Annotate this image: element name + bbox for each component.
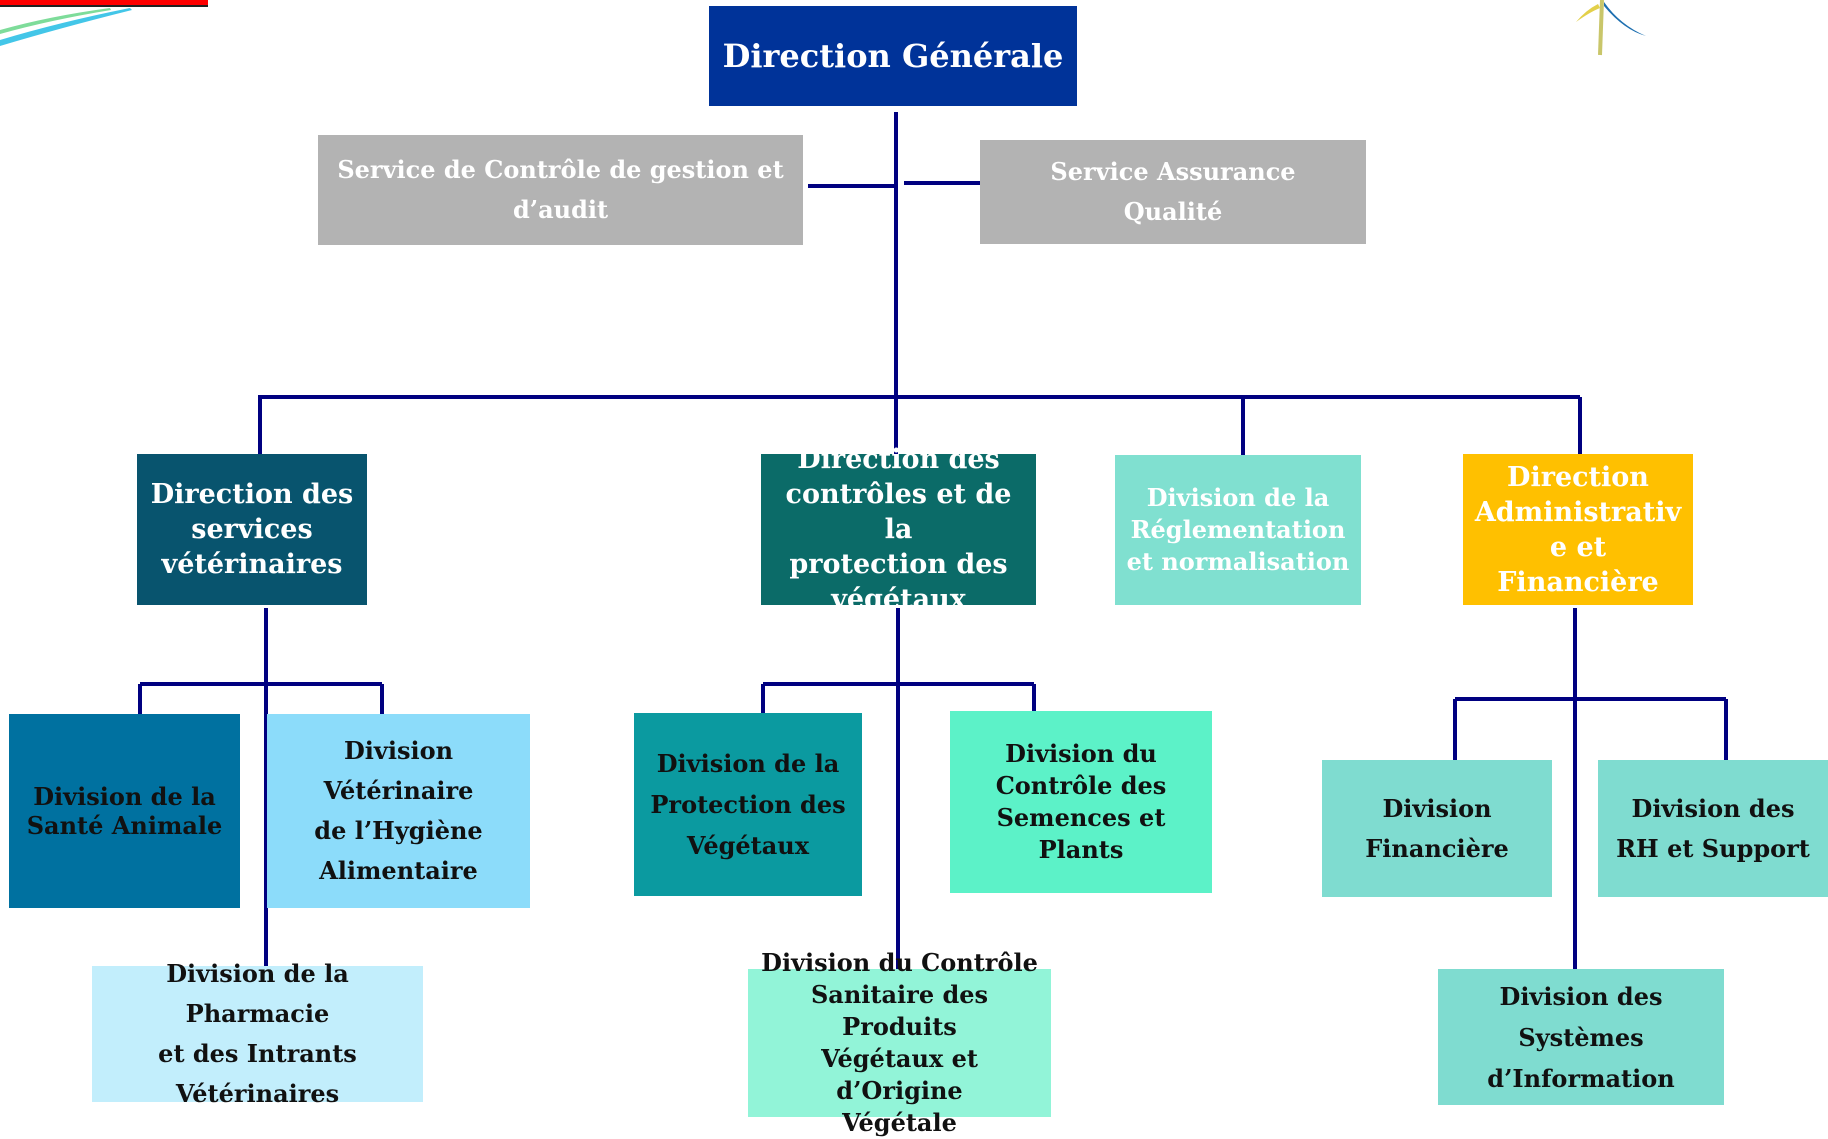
leaf-logo-icon (1576, 0, 1646, 56)
division-controle-semences-plants-box: Division du Contrôle des Semences et Pla… (950, 711, 1212, 893)
division-systemes-information-box: Division des Systèmes d’Information (1438, 969, 1724, 1105)
division-controle-sanitaire-produits-vegetaux-label: Division du Contrôle Sanitaire des Produ… (761, 948, 1038, 1137)
service-controle-gestion-audit-box: Service de Contrôle de gestion et d’audi… (318, 135, 803, 245)
division-controle-semences-plants-label: Division du Contrôle des Semences et Pla… (995, 739, 1167, 864)
division-systemes-information-label: Division des Systèmes d’Information (1487, 981, 1675, 1093)
division-pharmacie-intrants-veterinaires-box: Division de la Pharmacie et des Intrants… (92, 959, 423, 1108)
division-reglementation-normalisation-label: Division de la Réglementation et normali… (1126, 483, 1350, 576)
division-sante-animale-label: Division de la Santé Animale (26, 782, 223, 840)
division-protection-vegetaux-label: Division de la Protection des Végétaux (650, 749, 846, 860)
direction-administrative-financiere-label: Direction Administrativ e et Financière (1474, 461, 1682, 598)
swoosh-logo-icon (0, 0, 208, 46)
direction-controles-protection-vegetaux-box: Direction des contrôles et de la protect… (761, 444, 1036, 615)
direction-administrative-financiere-box: Direction Administrativ e et Financière (1463, 454, 1693, 605)
direction-generale-label: Direction Générale (722, 37, 1064, 75)
division-veterinaire-hygiene-alimentaire-box: Division Vétérinaire de l’Hygiène Alimen… (267, 714, 530, 908)
division-pharmacie-intrants-veterinaires-label: Division de la Pharmacie et des Intrants… (158, 959, 357, 1108)
org-chart-connectors (138, 112, 1728, 971)
service-assurance-qualite-label: Service Assurance Qualité (1050, 157, 1296, 226)
division-reglementation-normalisation-box: Division de la Réglementation et normali… (1115, 455, 1361, 605)
division-financiere-label: Division Financière (1365, 793, 1509, 863)
direction-controles-protection-vegetaux-label: Direction des contrôles et de la protect… (785, 444, 1012, 615)
direction-services-veterinaires-box: Direction des services vétérinaires (137, 454, 367, 605)
division-sante-animale-box: Division de la Santé Animale (9, 714, 240, 908)
service-assurance-qualite-box: Service Assurance Qualité (980, 140, 1366, 244)
division-controle-sanitaire-produits-vegetaux-box: Division du Contrôle Sanitaire des Produ… (748, 948, 1051, 1137)
division-veterinaire-hygiene-alimentaire-label: Division Vétérinaire de l’Hygiène Alimen… (314, 736, 483, 885)
division-rh-support-label: Division des RH et Support (1616, 793, 1810, 863)
division-financiere-box: Division Financière (1322, 760, 1552, 897)
service-controle-gestion-audit-label: Service de Contrôle de gestion et d’audi… (337, 155, 784, 224)
division-rh-support-box: Division des RH et Support (1598, 760, 1828, 897)
division-protection-vegetaux-box: Division de la Protection des Végétaux (634, 713, 862, 896)
direction-services-veterinaires-label: Direction des services vétérinaires (150, 479, 354, 580)
direction-generale-box: Direction Générale (709, 6, 1077, 106)
